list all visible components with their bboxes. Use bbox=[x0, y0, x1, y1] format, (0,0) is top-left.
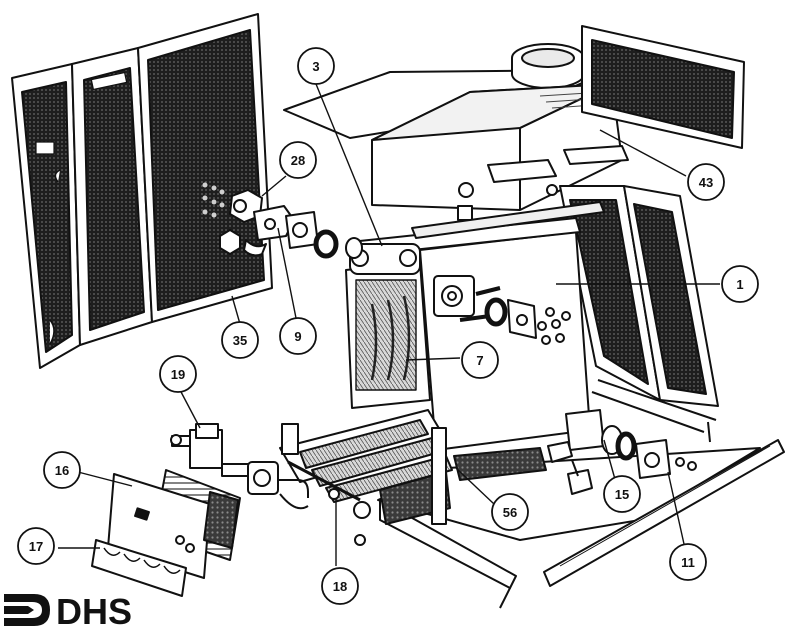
burner-front-plate bbox=[107, 469, 241, 579]
callout-28-label: 28 bbox=[291, 153, 305, 168]
callout-28: 28 bbox=[279, 141, 317, 179]
leader-lines bbox=[58, 83, 720, 566]
callout-15: 15 bbox=[603, 475, 641, 513]
flue-hood bbox=[371, 83, 629, 221]
right-rear-panels bbox=[559, 25, 745, 407]
callout-9: 9 bbox=[279, 317, 317, 355]
callout-7-label: 7 bbox=[476, 353, 483, 368]
callout-3: 3 bbox=[297, 47, 335, 85]
right-fittings bbox=[459, 286, 571, 345]
callout-11-label: 11 bbox=[681, 555, 695, 570]
logo-text: DHS bbox=[56, 591, 132, 632]
callout-56: 56 bbox=[491, 493, 529, 531]
callout-18: 18 bbox=[321, 567, 359, 605]
callout-11: 11 bbox=[669, 543, 707, 581]
callout-3-label: 3 bbox=[312, 59, 319, 74]
callout-43: 43 bbox=[687, 163, 725, 201]
callout-17: 17 bbox=[17, 527, 55, 565]
dhs-logo: DHS bbox=[4, 591, 132, 632]
drain-fittings bbox=[547, 409, 697, 495]
heat-exchanger bbox=[345, 243, 475, 409]
burner-assembly bbox=[279, 409, 453, 546]
combustion-floor bbox=[453, 447, 547, 481]
callouts: 3 28 43 1 35 9 7 19 bbox=[17, 47, 759, 605]
callout-1-label: 1 bbox=[736, 277, 743, 292]
gas-control-valve bbox=[170, 423, 309, 510]
callout-15-label: 15 bbox=[615, 487, 629, 502]
callout-35: 35 bbox=[221, 321, 259, 359]
callout-7: 7 bbox=[461, 341, 499, 379]
callout-19-label: 19 bbox=[171, 367, 185, 382]
callout-17-label: 17 bbox=[29, 539, 43, 554]
callout-18-label: 18 bbox=[333, 579, 347, 594]
callout-16: 16 bbox=[43, 451, 81, 489]
logo-arrow-icon bbox=[4, 594, 50, 626]
left-side-panels bbox=[11, 13, 273, 369]
callout-16-label: 16 bbox=[55, 463, 69, 478]
callout-19: 19 bbox=[159, 355, 197, 393]
callout-9-label: 9 bbox=[294, 329, 301, 344]
callout-56-label: 56 bbox=[503, 505, 517, 520]
callout-1: 1 bbox=[721, 265, 759, 303]
burner-shield bbox=[91, 539, 187, 597]
gas-valve-assembly bbox=[219, 189, 363, 259]
callout-43-label: 43 bbox=[699, 175, 713, 190]
callout-35-label: 35 bbox=[233, 333, 247, 348]
